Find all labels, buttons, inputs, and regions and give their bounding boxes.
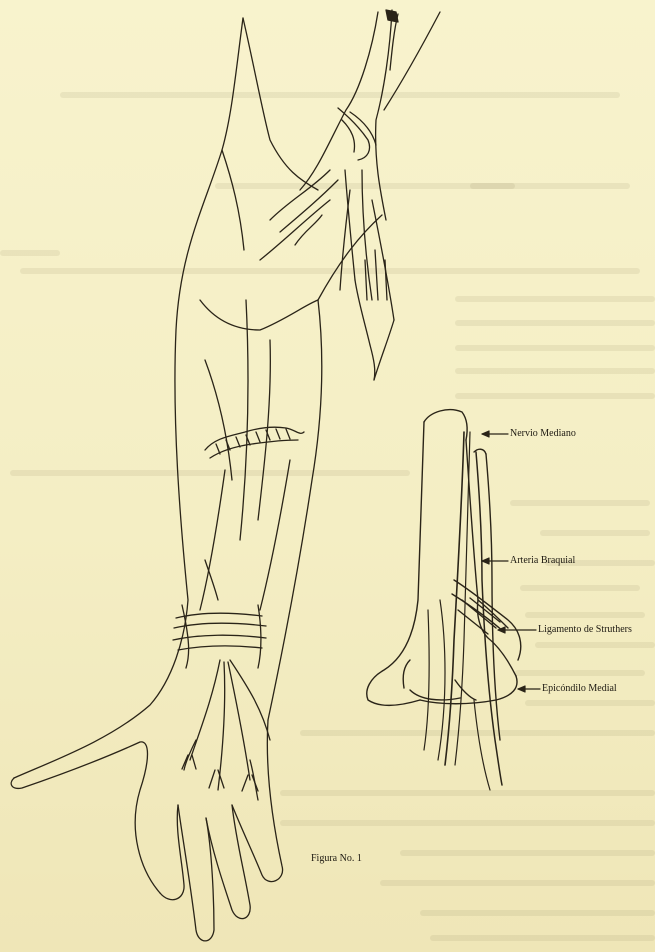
forearm-and-hand-drawing [11, 18, 382, 941]
upper-arm-drawing [300, 10, 440, 380]
label-epicondilo-medial: Epicóndilo Medial [542, 683, 617, 695]
label-arteria-braquial: Arteria Braquial [510, 555, 575, 567]
humerus-detail-drawing [367, 410, 521, 790]
figure-caption: Figura No. 1 [311, 853, 362, 864]
label-nervio-mediano: Nervio Mediano [510, 428, 576, 440]
label-ligamento-struthers: Ligamento de Struthers [538, 624, 632, 636]
